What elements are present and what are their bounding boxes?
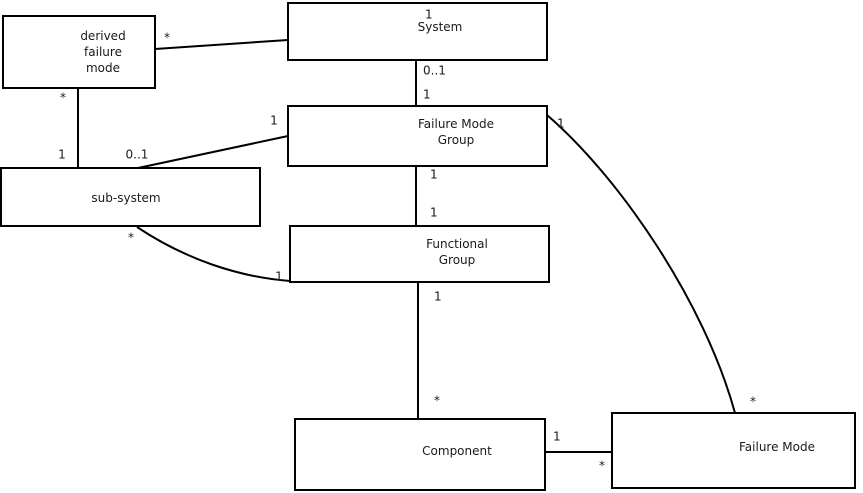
class-label-system: System: [418, 20, 463, 34]
multiplicity-label-mult-comp-fm-one: 1: [553, 430, 561, 444]
class-box-rect-failure-mode[interactable]: [611, 412, 856, 489]
class-label-line: Group: [439, 253, 476, 267]
class-label-line: Group: [438, 133, 475, 147]
class-label-line: Component: [422, 444, 492, 458]
class-box-rect-failure-mode-group[interactable]: [287, 105, 548, 167]
association-sub-system--functional-group: [136, 226, 291, 282]
multiplicity-label-mult-fg-comp-one: 1: [434, 290, 442, 304]
multiplicity-label-mult-fmg-fm-one: 1: [557, 117, 565, 131]
class-label-sub-system: sub-system: [91, 191, 160, 205]
class-box-rect-component[interactable]: [294, 418, 546, 491]
multiplicity-label-mult-system-fmg-zeroone: 0..1: [423, 64, 446, 78]
class-label-line: sub-system: [91, 191, 160, 205]
class-label-failure-mode: Failure Mode: [739, 440, 815, 454]
class-box-sub-system[interactable]: sub-system: [0, 167, 261, 227]
class-label-line: Failure Mode: [739, 440, 815, 454]
class-box-rect-sub-system[interactable]: [0, 167, 261, 227]
class-label-line: System: [418, 20, 463, 34]
multiplicity-label-mult-fmg-fg-one: 1: [430, 168, 438, 182]
multiplicity-label-mult-fm-fmg-star: *: [750, 395, 756, 409]
class-box-rect-functional-group[interactable]: [289, 225, 550, 283]
multiplicity-label-mult-fmg-system-one: 1: [423, 88, 431, 102]
multiplicity-label-mult-dfm-system-star: *: [164, 31, 170, 45]
class-label-component: Component: [422, 444, 492, 458]
multiplicity-label-mult-sub-fmg-zeroone: 0..1: [126, 148, 149, 162]
class-label-line: Functional: [426, 237, 488, 251]
class-label-line: failure: [84, 45, 122, 59]
association-failure-mode-group--failure-mode: [546, 114, 736, 414]
class-box-failure-mode[interactable]: Failure Mode: [611, 412, 856, 489]
class-box-system[interactable]: System: [287, 2, 548, 61]
multiplicity-label-mult-fg-fmg-one: 1: [430, 206, 438, 220]
class-box-component[interactable]: Component: [294, 418, 546, 491]
multiplicity-label-mult-comp-fg-star: *: [434, 394, 440, 408]
class-box-rect-derived-failure-mode[interactable]: [2, 15, 156, 89]
association-failure-mode-group--sub-system: [137, 135, 289, 169]
class-box-derived-failure-mode[interactable]: derived failure mode: [2, 15, 156, 89]
multiplicity-label-mult-dfm-sub-star: *: [60, 91, 66, 105]
multiplicity-label-mult-sub-fg-star: *: [128, 231, 134, 245]
class-box-rect-system[interactable]: [287, 2, 548, 61]
class-label-line: Failure Mode: [418, 117, 494, 131]
multiplicity-label-mult-fg-sub-one: 1: [275, 270, 283, 284]
multiplicity-label-mult-fm-comp-star: *: [599, 459, 605, 473]
associations-layer: [77, 39, 736, 453]
class-label-derived-failure-mode: derived failure mode: [80, 29, 125, 75]
multiplicity-label-mult-sub-dfm-one: 1: [58, 148, 66, 162]
association-derived-failure-mode--system: [154, 39, 289, 50]
class-label-line: mode: [86, 61, 120, 75]
multiplicity-label-mult-fmg-sub-one: 1: [270, 114, 278, 128]
multiplicity-labels-layer: * 1 * 1 0..1 1 1 0..1 1 1 1 * * 1 1 * 1 *: [58, 8, 756, 473]
multiplicity-label-mult-system-dfm-one: 1: [425, 8, 433, 22]
class-label-line: derived: [80, 29, 125, 43]
